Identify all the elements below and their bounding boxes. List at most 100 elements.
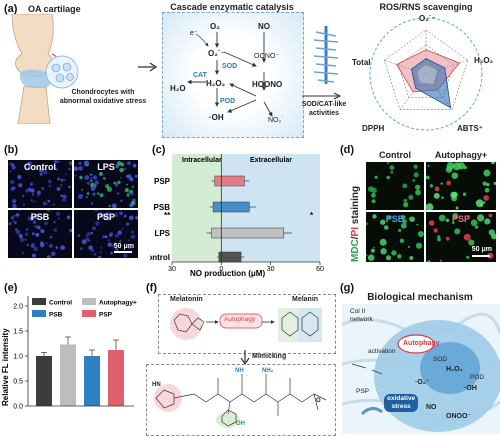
cell-dot	[110, 251, 113, 255]
cell-dot	[51, 251, 56, 257]
cell-dot	[119, 167, 124, 173]
cell-dot	[466, 255, 470, 259]
cell-dot	[68, 168, 71, 171]
cell-dot	[99, 251, 102, 254]
cell-dot	[373, 246, 375, 249]
cell-dot	[434, 186, 440, 192]
cell-dot	[491, 162, 495, 165]
micrograph-cells	[77, 210, 138, 258]
bar-extracellular	[221, 251, 242, 263]
cell-dot	[47, 210, 51, 212]
cell-dot	[31, 232, 35, 236]
cell-dot	[493, 181, 496, 185]
cell-dot	[403, 202, 409, 208]
cell-dot	[117, 161, 122, 166]
cell-dot	[126, 161, 131, 166]
nanozyme-fiber-illustration	[313, 26, 339, 84]
y-axis-label: Relative FL intensity	[1, 328, 10, 406]
cell-dot	[475, 225, 479, 229]
cell-dot	[466, 215, 470, 218]
cell-dot	[57, 217, 60, 220]
cell-dot	[84, 160, 89, 166]
header-extracellular: Extracellular	[250, 157, 292, 164]
cell-dot	[104, 235, 108, 239]
cell-dot	[85, 237, 90, 242]
cell-dot	[128, 247, 131, 250]
cell-dot	[53, 203, 55, 206]
cell-dot	[126, 174, 129, 178]
cell-dot	[57, 177, 60, 181]
radar-axis-superoxide: O₂˙⁻	[419, 14, 436, 23]
g-onoo: ONOO⁻	[446, 413, 472, 420]
y-tick-label: 1.0	[13, 354, 23, 361]
panel-f-label: (f)	[146, 282, 157, 294]
cell-dot	[451, 172, 459, 179]
cell-dot	[106, 186, 112, 192]
cell-dot	[99, 211, 102, 214]
g-o2: ·O₂⁻	[415, 379, 430, 386]
cell-dot	[390, 170, 394, 174]
peptide-structure	[154, 374, 327, 428]
species-h2o2: H₂O₂	[206, 79, 226, 88]
micrograph-cells	[427, 212, 496, 262]
cell-dot	[56, 160, 60, 164]
cell-dot	[25, 188, 30, 193]
cell-dot	[99, 172, 103, 176]
cell-dot	[96, 192, 100, 195]
cell-dot	[119, 240, 122, 243]
cell-dot	[114, 213, 119, 217]
cell-dot	[440, 182, 443, 185]
panel-a-label: (a)	[4, 3, 18, 15]
y-tick-label: 0.5	[13, 379, 23, 386]
peptide-nh2-group: NH₂	[262, 368, 274, 374]
cell-dot	[60, 178, 64, 182]
oa-cartilage-title: OA cartilage	[28, 4, 81, 14]
legend-swatch	[82, 298, 96, 305]
cell-dot	[93, 252, 97, 256]
melatonin-melanin-structures	[170, 308, 322, 342]
cell-dot	[44, 213, 47, 216]
micrograph-cells	[9, 160, 72, 208]
cascade-title: Cascade enzymatic catalysis	[170, 2, 294, 12]
cell-dot	[97, 256, 102, 258]
header-intracellular: Intracellular	[182, 157, 222, 164]
cell-dot	[402, 183, 408, 189]
cell-dot	[487, 252, 494, 259]
peptide-nh-group: NH	[235, 368, 244, 374]
cell-dot	[452, 221, 455, 224]
cell-dot	[33, 246, 38, 251]
cell-dot	[427, 165, 430, 167]
cell-dot	[92, 192, 96, 196]
cell-dot	[55, 168, 58, 171]
mdc-micrograph-autophagy	[426, 162, 496, 210]
cell-dot	[483, 195, 489, 201]
cell-dot	[408, 194, 414, 200]
cell-dot	[463, 233, 471, 241]
species-no: NO	[258, 22, 270, 31]
d-col-autophagy: Autophagy+	[434, 150, 488, 160]
cell-dot	[60, 194, 63, 197]
cell-dot	[479, 203, 484, 207]
cell-dot	[91, 226, 96, 231]
cell-dot	[379, 238, 387, 246]
cell-dot	[468, 239, 475, 246]
cell-dot	[42, 201, 47, 206]
cell-dot	[90, 248, 95, 252]
cell-dot	[126, 183, 129, 186]
chondrocyte-caption: Chondrocytes with abnormal oxidative str…	[59, 89, 147, 105]
legend-label: Control	[49, 300, 72, 307]
cell-dot	[123, 214, 127, 218]
category-label: PSP	[154, 177, 171, 186]
cascade-diagram	[187, 32, 273, 117]
cell-dot	[60, 245, 65, 250]
cell-dot	[89, 179, 93, 183]
radar-chart	[369, 17, 483, 131]
bar	[84, 356, 100, 406]
cell-dot	[427, 260, 431, 262]
cell-dot	[28, 165, 32, 169]
cell-dot	[34, 225, 37, 228]
species-electron: e⁻	[190, 30, 198, 37]
psp-label: PSP	[356, 388, 370, 395]
cell-dot	[12, 203, 16, 206]
cell-dot	[95, 221, 100, 226]
